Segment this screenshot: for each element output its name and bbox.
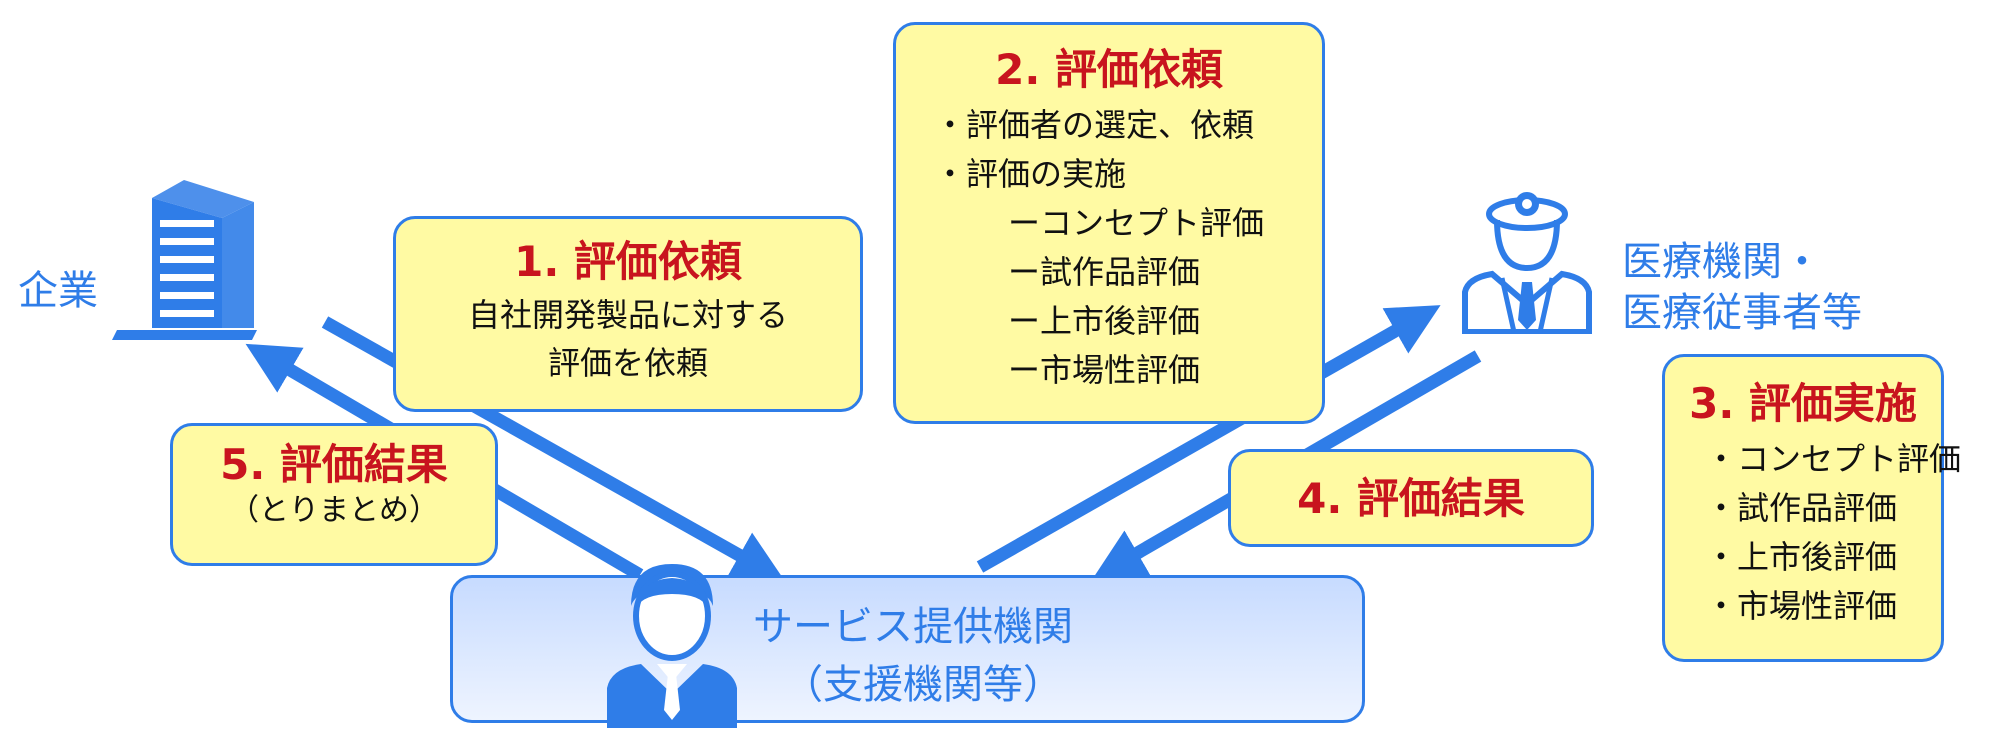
step2-subitem: ー試作品評価 bbox=[1008, 253, 1201, 292]
company-icon bbox=[112, 178, 262, 340]
step2-item: ・評価の実施 bbox=[934, 155, 1127, 194]
step3-item: ・市場性評価 bbox=[1705, 587, 1898, 626]
businessman-icon-graphic bbox=[607, 564, 737, 728]
step5-sub: （とりまとめ） bbox=[229, 493, 439, 529]
step1-line1: 自社開発製品に対する bbox=[467, 296, 788, 335]
step3-item: ・コンセプト評価 bbox=[1705, 440, 1962, 479]
step2-title: 2. 評価依頼 bbox=[995, 45, 1223, 94]
step2-box: 2. 評価依頼 ・評価者の選定、依頼 ・評価の実施 ーコンセプト評価 ー試作品評… bbox=[893, 22, 1325, 424]
medical-label-line2: 医療従事者等 bbox=[1622, 290, 1862, 336]
arrow-provider-to-medical bbox=[976, 305, 1441, 573]
step1-line2: 評価を依頼 bbox=[547, 344, 708, 383]
step2-subitem: ー市場性評価 bbox=[1008, 351, 1201, 390]
step5-box: 5. 評価結果 （とりまとめ） bbox=[170, 423, 498, 566]
step5-title: 5. 評価結果 bbox=[220, 440, 448, 489]
step3-title: 3. 評価実施 bbox=[1689, 379, 1917, 428]
step4-title: 4. 評価結果 bbox=[1297, 474, 1525, 523]
company-label: 企業 bbox=[18, 268, 98, 314]
provider-line1: サービス提供機関 bbox=[753, 604, 1073, 650]
doctor-icon bbox=[1462, 182, 1592, 335]
building-icon bbox=[112, 180, 257, 340]
step2-subitem: ー上市後評価 bbox=[1008, 302, 1201, 341]
provider-line2: （支援機関等） bbox=[783, 662, 1063, 708]
step3-list: ・コンセプト評価 ・試作品評価 ・上市後評価 ・市場性評価 bbox=[1665, 435, 1962, 631]
step3-box: 3. 評価実施 ・コンセプト評価 ・試作品評価 ・上市後評価 ・市場性評価 bbox=[1662, 354, 1962, 662]
businessman-icon bbox=[607, 560, 737, 728]
step2-list: ・評価者の選定、依頼 ・評価の実施 ーコンセプト評価 ー試作品評価 ー上市後評価… bbox=[896, 101, 1322, 395]
medical-label-line1: 医療機関・ bbox=[1622, 239, 1822, 285]
step1-title: 1. 評価依頼 bbox=[514, 237, 742, 286]
doctor-icon-graphic bbox=[1462, 192, 1592, 335]
provider-box: サービス提供機関 （支援機関等） bbox=[450, 564, 1365, 728]
step2-subitem: ーコンセプト評価 bbox=[1008, 204, 1265, 243]
step2-item: ・評価者の選定、依頼 bbox=[934, 106, 1255, 145]
step4-box: 4. 評価結果 bbox=[1228, 449, 1594, 547]
step1-box: 1. 評価依頼 自社開発製品に対する 評価を依頼 bbox=[393, 216, 863, 412]
step3-item: ・上市後評価 bbox=[1705, 538, 1898, 577]
step3-item: ・試作品評価 bbox=[1705, 489, 1898, 528]
